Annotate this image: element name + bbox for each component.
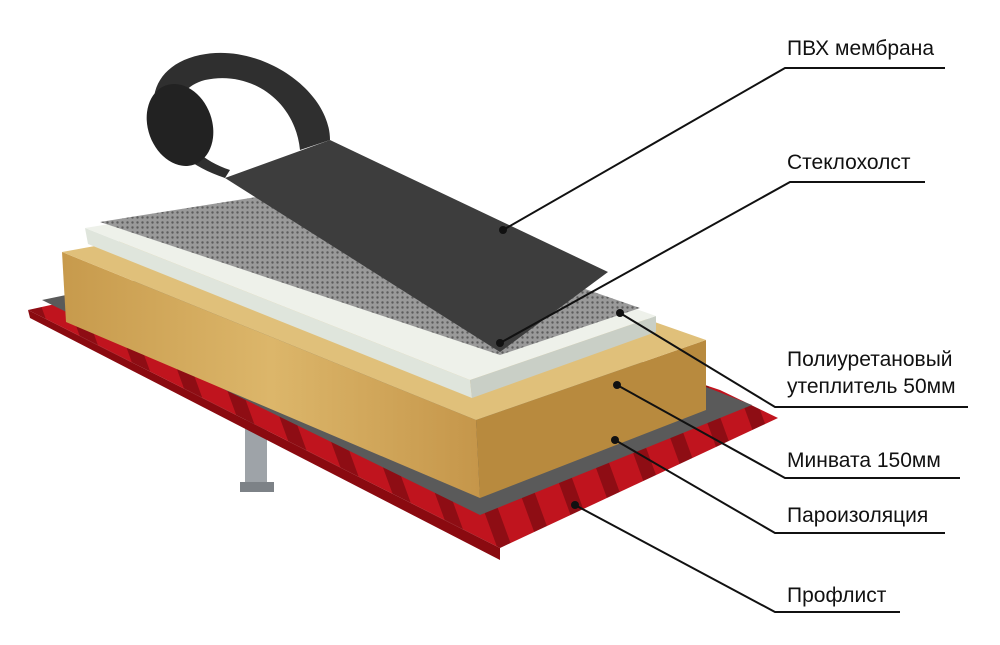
label-pu-insulation-line1: Полиуретановый bbox=[787, 348, 953, 371]
support-beam bbox=[240, 420, 274, 492]
pvc-membrane-layer bbox=[146, 52, 608, 352]
leader-lines bbox=[499, 67, 968, 613]
label-profiled-sheet: Профлист bbox=[787, 584, 887, 607]
label-pvc-membrane: ПВХ мембрана bbox=[787, 37, 934, 60]
leader-dots bbox=[496, 226, 624, 509]
label-pu-insulation-line2: утеплитель 50мм bbox=[787, 375, 956, 398]
label-vapor-barrier: Пароизоляция bbox=[787, 504, 929, 527]
label-mineral-wool: Минвата 150мм bbox=[787, 449, 941, 472]
label-fiberglass: Стеклохолст bbox=[787, 151, 911, 174]
